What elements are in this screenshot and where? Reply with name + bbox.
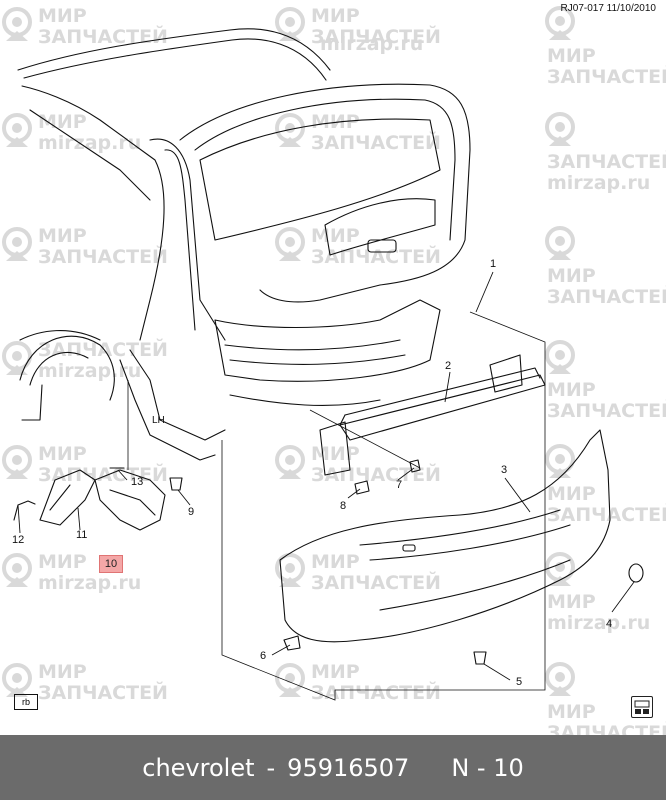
leader-line-6 (271, 644, 291, 656)
leader-line-7 (397, 467, 415, 481)
fastener-part-7 (409, 459, 421, 473)
body-side-outline (21, 85, 165, 341)
liftgate-handle-recess (324, 198, 436, 256)
callout-4: 4 (606, 618, 613, 630)
fascia-emblem (402, 544, 416, 552)
footer-separator: - (266, 753, 276, 782)
fastener-part-5 (473, 651, 487, 665)
bumper-fascia-part-3 (279, 429, 611, 643)
leader-line-13 (117, 469, 128, 481)
callout-3: 3 (501, 464, 508, 476)
quarter-panel (129, 349, 226, 441)
quarter-panel (164, 149, 196, 331)
wheel-housing (29, 351, 89, 386)
drawing-reference: RJ07-017 11/10/2010 (560, 3, 656, 14)
leader-line-5 (483, 663, 511, 681)
leader-line-2 (444, 371, 451, 403)
roof-outline (17, 28, 331, 71)
callout-1: 1 (490, 258, 497, 270)
leader-line-12 (17, 504, 21, 534)
bumper-bar-part-2 (339, 374, 546, 441)
rb-label: rb (14, 694, 38, 710)
footer-callout: N - 10 (451, 753, 524, 782)
bolt-part-12 (13, 504, 19, 521)
quarter-panel (149, 138, 226, 341)
license-lamp (367, 239, 397, 253)
rear-body-panel (224, 339, 401, 351)
callout-7: 7 (396, 479, 403, 491)
leader-line-3 (504, 477, 531, 513)
footer-bar: chevrolet - 95916507 N - 10 (0, 735, 666, 800)
quarter-panel (119, 359, 216, 461)
liftgate-glass (199, 118, 441, 241)
footer-part-number: 95916507 (287, 753, 410, 782)
liftgate (179, 83, 471, 303)
leader-line-9 (177, 489, 191, 506)
fastener-part-9 (169, 477, 183, 491)
bumper-bar-part-2 (319, 421, 351, 476)
liftgate (194, 98, 456, 241)
leader-line-4 (611, 581, 635, 613)
exploded-parts-diagram (13, 28, 644, 701)
bracket-part-10 (109, 489, 156, 516)
wheel-housing (21, 384, 43, 421)
rear-body-panel (229, 354, 406, 365)
clip-part-4 (628, 563, 644, 583)
callout-11: 11 (76, 529, 88, 541)
reference-frame-line (309, 409, 421, 469)
bracket-part-11 (39, 469, 96, 526)
reference-frame-line (221, 311, 546, 701)
bumper-bar-part-2 (344, 367, 541, 416)
callout-8: 8 (340, 500, 347, 512)
callout-6: 6 (260, 650, 267, 662)
bumper-fascia-part-3 (379, 559, 571, 611)
fastener-part-6 (283, 635, 301, 651)
rear-body-panel (229, 394, 381, 407)
bumper-fascia-part-3 (369, 524, 571, 561)
leader-line-8 (347, 488, 361, 499)
callout-12: 12 (12, 534, 25, 546)
fastener-part-8 (354, 480, 370, 495)
body-side-outline (19, 330, 101, 341)
roof-outline (23, 38, 327, 81)
bracket-part-10 (94, 469, 166, 531)
callout-9: 9 (188, 506, 195, 518)
callout-5: 5 (516, 676, 523, 688)
callout-2: 2 (445, 360, 452, 372)
footer-brand: chevrolet (142, 753, 255, 782)
side-label-lh: LH (152, 415, 165, 426)
rear-window-frame (29, 109, 151, 201)
bolt-part-12 (17, 500, 36, 506)
bracket-part-11 (49, 484, 71, 511)
callout-10-highlighted: 10 (99, 555, 123, 573)
callout-13: 13 (131, 476, 144, 488)
parts-catalog-icon (631, 696, 653, 718)
rear-body-panel (214, 299, 441, 382)
leader-line-11 (77, 507, 81, 531)
bumper-bar-part-2 (489, 354, 523, 393)
bumper-fascia-part-3 (359, 509, 561, 546)
wheel-housing (19, 335, 115, 401)
leader-line-1 (475, 271, 494, 313)
